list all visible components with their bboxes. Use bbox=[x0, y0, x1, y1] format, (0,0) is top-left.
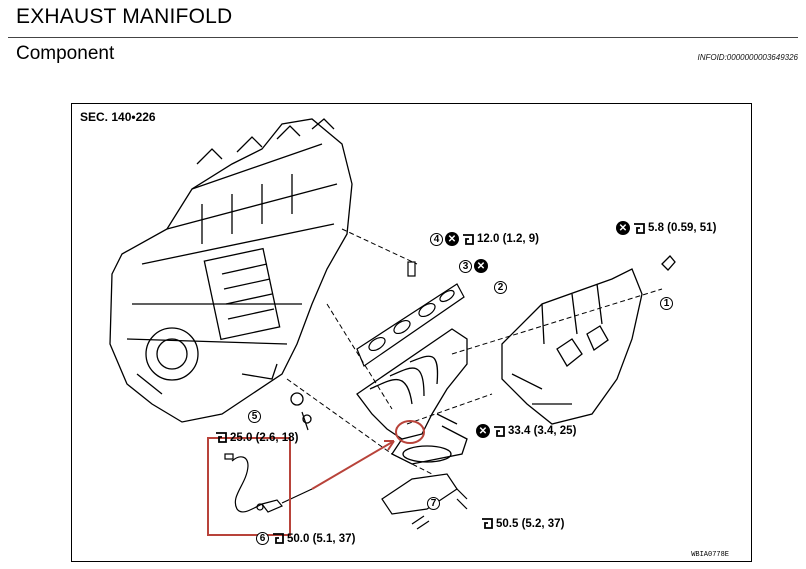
stud-drawing bbox=[407, 261, 416, 277]
replace-icon: ✕ bbox=[474, 259, 488, 273]
replace-icon: ✕ bbox=[476, 424, 490, 438]
part-number-badge: 1 bbox=[660, 297, 673, 310]
oxygen-sensor-highlight bbox=[207, 437, 291, 536]
red-location-arrow bbox=[311, 420, 425, 490]
callout-4: 4 ✕ 12.0 (1.2, 9) bbox=[430, 232, 539, 246]
gasket-drawing bbox=[356, 283, 465, 367]
part-number-badge: 6 bbox=[256, 532, 269, 545]
callout-7: 7 bbox=[427, 497, 440, 510]
callout-3: 3 ✕ bbox=[459, 259, 488, 273]
replace-icon: ✕ bbox=[616, 221, 630, 235]
callout-stay-bolt: 50.5 (5.2, 37) bbox=[480, 517, 564, 530]
title-divider bbox=[8, 37, 798, 38]
torque-value: 25.0 (2.6, 18) bbox=[230, 431, 299, 444]
manifold-drawing bbox=[356, 328, 468, 465]
part-number-badge: 3 bbox=[459, 259, 472, 273]
torque-wrench-icon bbox=[492, 425, 506, 438]
page-title: EXHAUST MANIFOLD bbox=[16, 5, 233, 28]
callout-manifold-nut: ✕ 33.4 (3.4, 25) bbox=[476, 424, 576, 438]
info-id: INFOID:0000000003649326 bbox=[697, 53, 798, 62]
torque-wrench-icon bbox=[214, 431, 228, 444]
callout-1: 1 bbox=[660, 297, 673, 310]
component-figure: SEC. 140•226 bbox=[71, 103, 752, 562]
section-label: SEC. 140•226 bbox=[80, 110, 156, 124]
torque-wrench-icon bbox=[480, 517, 494, 530]
part-number-badge: 2 bbox=[494, 281, 507, 294]
torque-value: 5.8 (0.59, 51) bbox=[648, 222, 717, 234]
callout-6: 6 50.0 (5.1, 37) bbox=[256, 532, 355, 545]
torque-value: 50.0 (5.1, 37) bbox=[287, 532, 356, 545]
torque-wrench-icon bbox=[461, 233, 475, 246]
engine-block-drawing bbox=[109, 118, 353, 424]
section-subtitle: Component bbox=[16, 43, 115, 64]
stay-bracket-drawing bbox=[301, 411, 468, 530]
figure-code: WBIA0778E bbox=[691, 551, 729, 559]
torque-value: 33.4 (3.4, 25) bbox=[508, 425, 577, 437]
part-number-badge: 7 bbox=[427, 497, 440, 510]
callout-bracket-bolt: 25.0 (2.6, 18) bbox=[214, 431, 298, 444]
callout-heat-insulator-bolt: ✕ 5.8 (0.59, 51) bbox=[616, 221, 716, 235]
torque-wrench-icon bbox=[271, 532, 285, 545]
torque-wrench-icon bbox=[632, 222, 646, 235]
heat-insulator-drawing bbox=[501, 255, 676, 425]
oxygen-sensor-drawing bbox=[224, 453, 313, 513]
callout-5: 5 bbox=[248, 410, 261, 423]
torque-value: 50.5 (5.2, 37) bbox=[496, 517, 565, 530]
part-number-badge: 4 bbox=[430, 232, 443, 246]
callout-2: 2 bbox=[494, 281, 507, 294]
exhaust-manifold-illustration bbox=[109, 118, 676, 530]
replace-icon: ✕ bbox=[445, 232, 459, 246]
torque-value: 12.0 (1.2, 9) bbox=[477, 233, 540, 245]
part-number-badge: 5 bbox=[248, 410, 261, 423]
